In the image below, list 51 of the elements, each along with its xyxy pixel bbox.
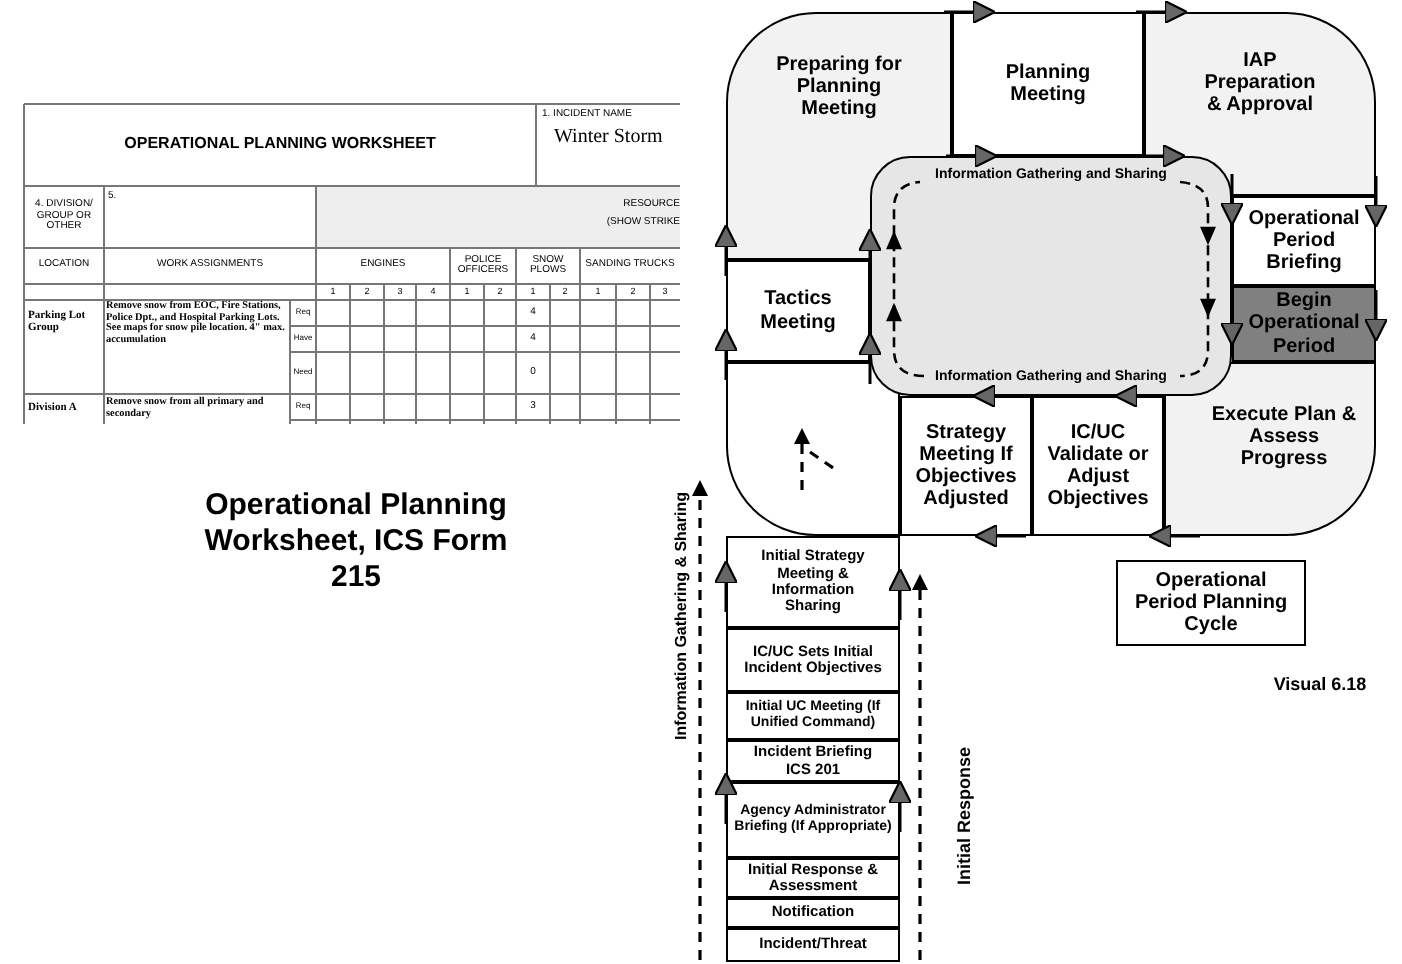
process-box — [726, 928, 900, 962]
axis-label: Information Gathering & Sharing — [670, 490, 692, 745]
cycle-panel — [870, 156, 1232, 396]
process-box — [1032, 396, 1164, 536]
process-box — [952, 12, 1144, 156]
process-box — [1232, 196, 1376, 286]
slide-number: Visual 6.18 — [1271, 672, 1369, 699]
process-box — [726, 628, 900, 692]
node-text: Strategy Meeting If Objectives Adjusted — [913, 421, 1019, 511]
flow-arrow — [946, 143, 999, 169]
process-box — [1116, 560, 1306, 646]
flow-arrow — [713, 559, 739, 612]
axis-label: Initial Response — [954, 744, 977, 890]
process-box — [726, 260, 870, 362]
flow-arrow — [1147, 523, 1200, 549]
node-text: IAP Preparation & Approval — [1202, 50, 1318, 118]
stage-box — [726, 362, 900, 536]
flow-arrow — [887, 567, 913, 620]
node-text: Preparing for Planning Meeting — [774, 54, 904, 122]
node-text: Planning Meeting — [1003, 61, 1093, 107]
process-box — [1164, 362, 1376, 536]
process-box — [726, 858, 900, 898]
node-text: Begin Operational Period — [1246, 290, 1362, 358]
process-box — [726, 740, 900, 782]
process-box — [726, 692, 900, 740]
flow-arrow — [1219, 174, 1245, 227]
process-box — [900, 396, 1032, 536]
process-box — [1232, 286, 1376, 362]
flow-arrow — [1219, 294, 1245, 347]
flow-arrow — [944, 0, 997, 25]
process-box — [726, 536, 900, 628]
flow-arrow — [1363, 176, 1389, 229]
flow-arrow — [971, 383, 1024, 409]
figure-caption: Operational Planning Worksheet, ICS Form 215 — [202, 486, 510, 598]
node-text: Operational Period Planning Cycle — [1132, 569, 1290, 637]
node-text: Execute Plan & Assess Progress — [1210, 404, 1358, 472]
form-field-value: Winter Storm — [554, 126, 665, 152]
node-text: Operational Period Briefing — [1246, 207, 1362, 275]
flow-arrow — [973, 523, 1026, 549]
flow-arrow — [713, 327, 739, 380]
process-box — [726, 782, 900, 858]
flow-arrow — [887, 779, 913, 832]
process-box — [726, 898, 900, 928]
flow-arrow — [713, 771, 739, 824]
node-text: Tactics Meeting — [758, 288, 838, 334]
flow-arrow — [1363, 290, 1389, 343]
flow-arrow — [713, 223, 739, 276]
flow-arrow — [1136, 0, 1189, 25]
flow-arrow — [857, 331, 883, 384]
node-text: IC/UC Validate or Adjust Objectives — [1045, 421, 1151, 511]
form-title: OPERATIONAL PLANNING WORKSHEET — [122, 132, 438, 157]
